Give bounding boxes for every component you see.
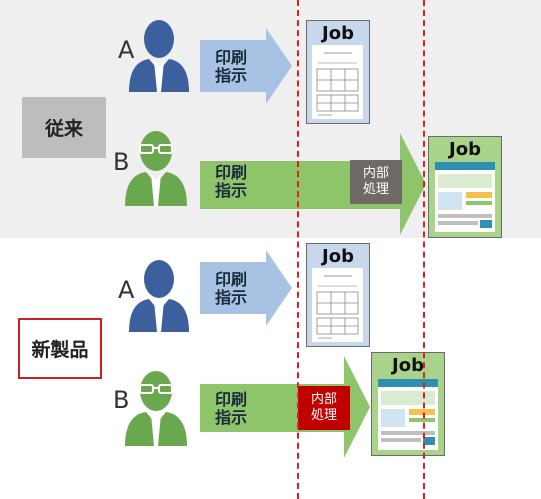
dashed-divider-line (297, 0, 299, 499)
print-arrow-a-new (200, 250, 292, 326)
internal-processing-badge: 内部処理 (298, 386, 350, 430)
print-instruction-label: 印刷指示 (215, 163, 248, 200)
person-a-icon (129, 20, 189, 92)
job-color-document-thumbnail (435, 162, 495, 232)
person-a-icon (129, 260, 189, 332)
job-color-document-thumbnail (378, 379, 438, 450)
print-arrow-b-new (200, 356, 370, 458)
print-instruction-label: 印刷指示 (215, 270, 248, 307)
dashed-divider-line (423, 0, 425, 499)
job-title: Job (392, 355, 424, 376)
job-document-thumbnail (312, 45, 363, 119)
user-b-label: B (113, 148, 130, 176)
job-card-b-conventional: Job (428, 136, 502, 238)
internal-processing-badge: 内部処理 (350, 160, 402, 204)
user-b-label: B (113, 386, 130, 414)
user-a-label: A (118, 276, 135, 304)
category-new-product: 新製品 (18, 318, 102, 379)
job-title: Job (322, 246, 354, 267)
job-card-a-new: Job (306, 243, 370, 347)
job-title: Job (322, 23, 354, 44)
job-title: Job (449, 139, 481, 160)
print-instruction-label: 印刷指示 (215, 390, 248, 427)
person-b-icon (125, 131, 187, 206)
job-document-thumbnail (312, 268, 363, 342)
job-card-a-conventional: Job (306, 20, 370, 124)
person-b-icon (125, 371, 187, 446)
job-card-b-new: Job (371, 352, 445, 456)
user-a-label: A (118, 36, 135, 64)
print-arrow-a-conventional (200, 28, 292, 104)
print-instruction-label: 印刷指示 (215, 48, 248, 85)
category-conventional: 従来 (22, 97, 106, 158)
print-arrow-b-conventional (200, 133, 426, 235)
